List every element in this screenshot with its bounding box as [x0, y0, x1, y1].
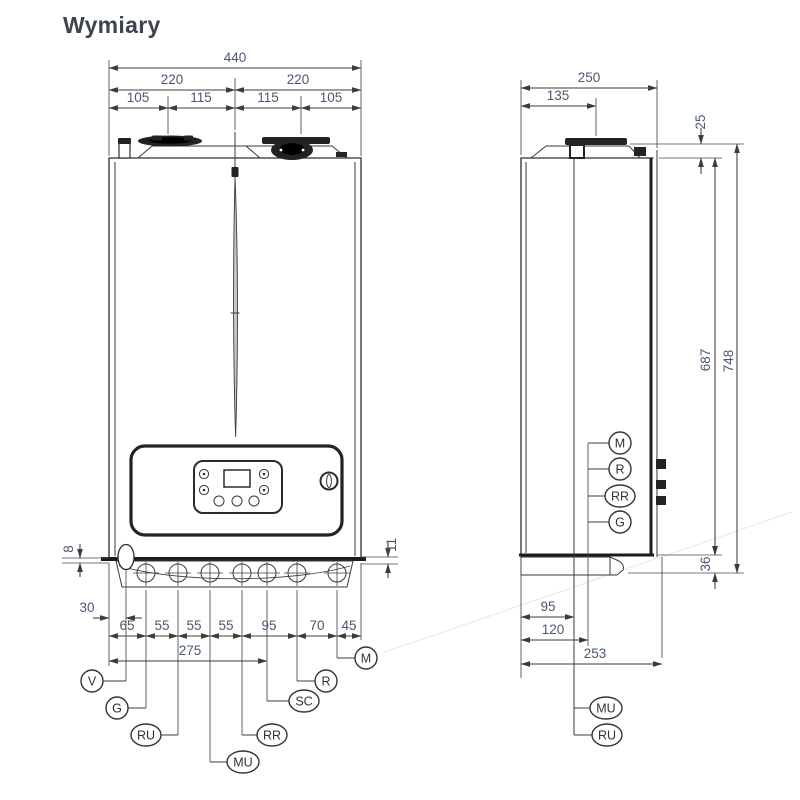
side-height-dimensions: 25 687 748 36 — [628, 114, 744, 589]
front-edge-gap-dimensions: 8 11 — [61, 538, 399, 578]
dim-width-right: 220 — [287, 72, 310, 87]
panel-button — [248, 495, 260, 507]
dim-chain-2: 55 — [154, 618, 169, 633]
mounting-clip — [656, 496, 666, 505]
dim-chain-3: 55 — [186, 618, 201, 633]
dim-valve-offset: 30 — [79, 600, 94, 615]
display-screen — [223, 469, 251, 488]
dim-bottom-span: 275 — [179, 643, 202, 658]
dim-conn-offset-2: 120 — [542, 622, 565, 637]
svg-text:SC: SC — [295, 695, 312, 709]
panel-button — [198, 484, 210, 496]
dim-chain-5: 95 — [261, 618, 276, 633]
dim-top-offset-2: 115 — [190, 90, 212, 105]
dim-chain-1: 65 — [119, 618, 134, 633]
connection-label-R — [314, 669, 338, 693]
side-label-G — [608, 510, 632, 534]
side-bottom-labels: MU RU — [574, 696, 623, 747]
svg-text:M: M — [615, 437, 625, 451]
svg-text:RU: RU — [598, 729, 616, 743]
scan-artifact-line — [384, 511, 793, 653]
connection-label-SC — [288, 689, 320, 713]
dim-edge-gap-right: 11 — [384, 538, 399, 552]
dim-flue-offset: 135 — [547, 88, 570, 103]
connection-label-RU — [130, 723, 162, 747]
side-base-foot — [520, 556, 624, 576]
svg-text:RU: RU — [137, 729, 155, 743]
dim-width-left: 220 — [161, 72, 184, 87]
connection-label-G — [105, 696, 129, 720]
connection-label-V — [80, 669, 104, 693]
svg-text:RR: RR — [611, 490, 629, 504]
side-label-R — [608, 457, 632, 481]
bottom-connections — [115, 543, 354, 588]
side-label-M — [608, 431, 632, 455]
front-top-fittings — [118, 135, 348, 160]
svg-text:R: R — [321, 675, 330, 689]
pipe-connection-circles — [133, 562, 350, 586]
page-title: Wymiary — [63, 12, 161, 38]
side-bottom-dimensions: 95 120 253 — [520, 443, 663, 678]
side-view: 250 135 25 687 748 36 — [519, 70, 744, 747]
dim-total-height: 748 — [721, 350, 736, 373]
front-bottom-dimensions: 30 65 55 55 55 95 70 45 275 — [79, 563, 362, 762]
svg-text:V: V — [88, 675, 97, 689]
pressure-gauge — [319, 471, 339, 491]
side-flue-bar — [565, 138, 627, 145]
dim-chain-6: 70 — [309, 618, 324, 633]
side-casing — [519, 150, 666, 735]
panel-button — [231, 495, 243, 507]
front-connection-labels: V G RU MU RR SC R — [80, 646, 378, 774]
connection-label-MU — [226, 750, 260, 774]
front-top-dimensions: 440 220 220 105 115 115 105 — [108, 50, 362, 156]
dim-base-height: 36 — [698, 556, 713, 571]
panel-button — [258, 468, 270, 480]
connection-label-M — [354, 646, 378, 670]
side-top-dimensions: 250 135 — [520, 70, 658, 155]
dim-body-height: 687 — [698, 349, 713, 372]
svg-text:MU: MU — [596, 702, 615, 716]
dim-flue-collar: 25 — [693, 114, 708, 129]
panel-button — [258, 484, 270, 496]
front-view: 440 220 220 105 115 115 105 8 — [61, 50, 399, 774]
mounting-clip — [656, 480, 666, 489]
dim-chain-4: 55 — [218, 618, 233, 633]
top-cover-outline — [137, 145, 348, 159]
panel-button — [198, 468, 210, 480]
dim-depth-total: 253 — [584, 646, 607, 661]
side-label-RU — [591, 723, 623, 747]
side-label-RR — [604, 484, 636, 508]
svg-text:R: R — [615, 463, 624, 477]
svg-text:RR: RR — [263, 729, 281, 743]
dim-chain-7: 45 — [341, 618, 356, 633]
dim-conn-offset-1: 95 — [540, 599, 555, 614]
svg-text:MU: MU — [233, 756, 252, 770]
ignition-electrode — [230, 132, 240, 438]
dim-edge-gap-left: 8 — [61, 545, 76, 553]
control-panel — [129, 444, 344, 537]
mounting-clip — [656, 459, 666, 469]
dim-depth: 250 — [578, 70, 601, 85]
connection-label-RR — [256, 723, 288, 747]
dim-width-total: 440 — [224, 50, 247, 65]
valve-outlet — [117, 543, 135, 571]
dim-top-offset-4: 105 — [320, 90, 343, 105]
side-top-fittings — [530, 138, 646, 159]
panel-button — [213, 495, 225, 507]
dim-top-offset-3: 115 — [257, 90, 279, 105]
front-casing — [101, 157, 366, 561]
side-top-cover — [530, 145, 641, 159]
dim-top-offset-1: 105 — [127, 90, 150, 105]
connection-plate — [115, 560, 354, 588]
svg-text:G: G — [112, 702, 122, 716]
side-flue-collar — [569, 144, 585, 159]
svg-text:M: M — [361, 652, 371, 666]
svg-text:G: G — [615, 516, 625, 530]
side-label-MU — [589, 696, 623, 720]
side-connection-labels: M R RR G — [588, 431, 636, 534]
